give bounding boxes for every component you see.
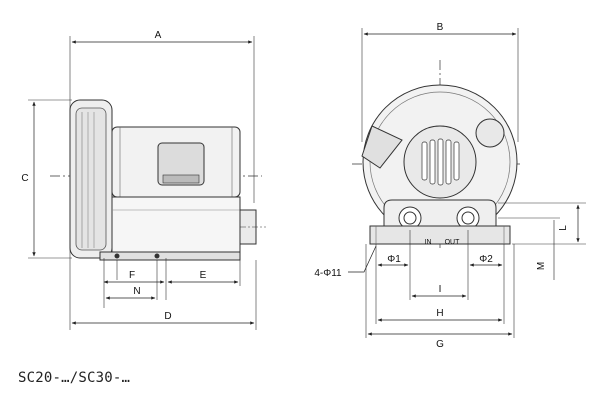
dim-label-l: L bbox=[558, 225, 569, 231]
outlet-label: OUT bbox=[445, 239, 461, 246]
holes-leader bbox=[348, 245, 377, 273]
dim-label-phi1: Φ1 bbox=[387, 254, 401, 265]
inlet-label: IN bbox=[425, 239, 432, 246]
dim-label-g: G bbox=[436, 339, 444, 350]
blower-technical-drawing: A C F E N D bbox=[21, 22, 586, 350]
holes-label: 4-Φ11 bbox=[314, 268, 342, 279]
side-view-dimensions bbox=[32, 40, 255, 325]
dim-label-phi2: Φ2 bbox=[479, 254, 493, 265]
dim-label-e: E bbox=[200, 270, 207, 281]
front-view bbox=[352, 28, 586, 338]
dim-label-n: N bbox=[133, 286, 140, 297]
front-view-dimensions bbox=[348, 32, 580, 336]
dim-label-i: I bbox=[439, 284, 442, 295]
dim-label-d: D bbox=[164, 311, 171, 322]
model-caption: SC20-…/SC30-… bbox=[18, 370, 131, 386]
terminal-cover bbox=[361, 125, 403, 169]
terminal-box bbox=[157, 142, 205, 186]
dim-label-f: F bbox=[129, 270, 135, 281]
dim-label-a: A bbox=[155, 30, 162, 41]
dim-label-c: C bbox=[21, 173, 28, 184]
side-view bbox=[28, 36, 266, 330]
dim-label-b: B bbox=[437, 22, 444, 33]
dim-label-h: H bbox=[436, 308, 443, 319]
base-plate bbox=[99, 251, 241, 261]
front-base bbox=[369, 225, 511, 245]
lower-body bbox=[111, 196, 241, 253]
dim-label-m: M bbox=[536, 262, 547, 270]
